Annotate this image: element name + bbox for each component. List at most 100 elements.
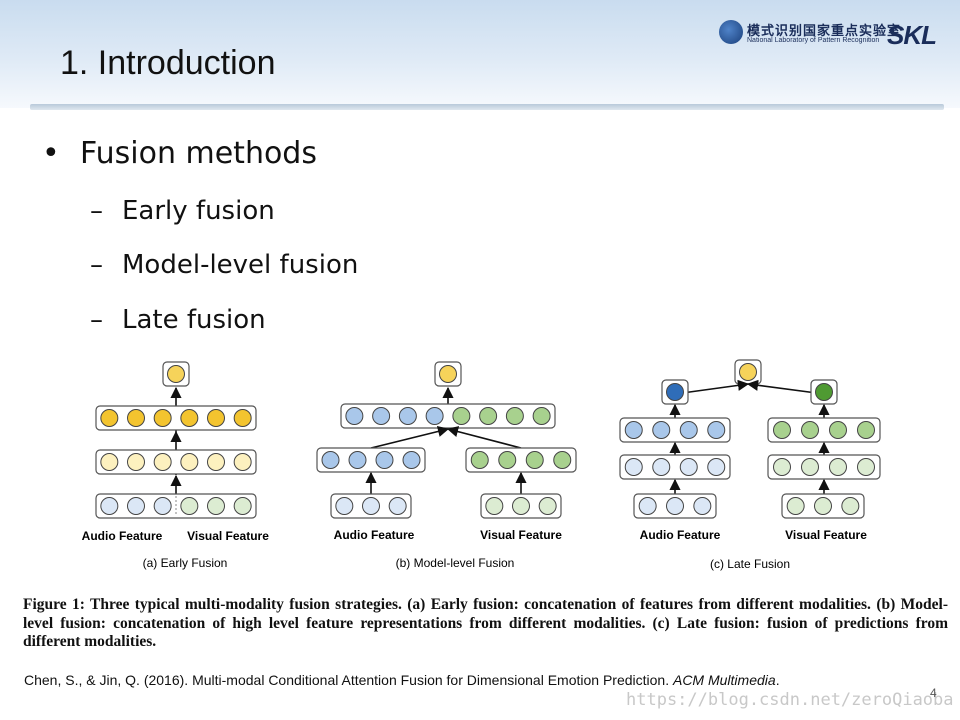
panel-c-label: (c) Late Fusion (710, 557, 790, 571)
citation-venue: ACM Multimedia (672, 672, 776, 688)
panel-b-audio-label: Audio Feature (334, 528, 415, 542)
model-visual-input-node (512, 497, 530, 515)
bullet-dash: – (90, 196, 103, 226)
model-concat-node (425, 407, 444, 425)
late-visual-hidden-1-node (801, 458, 819, 476)
model-visual-hidden-node (553, 451, 572, 469)
bullet-dot: • (42, 136, 60, 171)
model-visual-hidden-node (498, 451, 517, 469)
early-input-node (127, 497, 145, 515)
panel-b-visual-label: Visual Feature (480, 528, 562, 542)
early-hidden-2-node (100, 409, 119, 427)
early-output-node (167, 365, 185, 383)
early-hidden-1-box (95, 449, 257, 475)
model-concat-node (505, 407, 524, 425)
late-output-node (739, 363, 757, 381)
early-input-node (153, 497, 172, 515)
late-fusion-panel (619, 359, 881, 519)
late-visual-hidden-2-node (801, 421, 819, 439)
early-input-node (100, 497, 119, 515)
model-audio-input-node (335, 497, 354, 515)
model-audio-hidden-node (402, 451, 421, 469)
early-hidden-1-node (153, 453, 172, 471)
model-concat-node (479, 407, 498, 425)
logo-cn-text: 模式识别国家重点实验室 (747, 24, 902, 39)
early-hidden-2-box (95, 405, 257, 431)
late-audio-input-node (666, 497, 684, 515)
slide-header (0, 0, 960, 108)
model-concat-node (372, 407, 391, 425)
early-fusion-panel (95, 361, 257, 519)
early-hidden-2-node (207, 409, 225, 427)
citation: Chen, S., & Jin, Q. (2016). Multi-modal … (24, 672, 780, 688)
early-hidden-1-node (180, 453, 199, 471)
early-hidden-2-node (233, 409, 252, 427)
early-hidden-1-node (127, 453, 145, 471)
panel-a-label: (a) Early Fusion (143, 556, 228, 570)
citation-text: Chen, S., & Jin, Q. (2016). Multi-modal … (24, 672, 673, 688)
model-arrow (446, 426, 522, 449)
early-hidden-2-node (153, 409, 172, 427)
panel-b-label: (b) Model-level Fusion (396, 556, 515, 570)
title-divider (30, 104, 944, 110)
bullet-dash: – (90, 250, 103, 280)
late-audio-hidden-2-node (624, 421, 643, 439)
model-concat-node (345, 407, 364, 425)
seal-icon (719, 20, 743, 44)
model-visual-hidden-node (470, 451, 489, 469)
sub-bullet-text: Early fusion (122, 196, 275, 226)
bullet-dash: – (90, 305, 103, 335)
late-visual-hidden-2-node (773, 421, 791, 439)
model-audio-hidden-node (348, 451, 367, 469)
citation-end: . (775, 672, 780, 688)
late-visual-pred-node (815, 383, 833, 401)
watermark: https://blog.csdn.net/zeroQiaoba (626, 690, 954, 710)
model-audio-hidden-node (375, 451, 394, 469)
panel-c-visual-label: Visual Feature (785, 528, 867, 542)
model-output-node (439, 365, 457, 383)
logo-en-text: National Laboratory of Pattern Recogniti… (747, 37, 880, 44)
sub-bullet-text: Late fusion (122, 305, 266, 335)
model-arrow (370, 425, 450, 449)
early-input-node (180, 497, 199, 515)
early-hidden-2-node (127, 409, 145, 427)
panel-c-audio-label: Audio Feature (640, 528, 721, 542)
late-audio-hidden-2-node (707, 421, 726, 439)
panel-a-audio-label: Audio Feature (82, 529, 163, 543)
bullet-text: Fusion methods (80, 136, 317, 171)
early-hidden-1-node (207, 453, 225, 471)
late-audio-hidden-1-node (679, 458, 698, 476)
late-audio-hidden-1-node (652, 458, 671, 476)
model-audio-hidden-node (321, 451, 340, 469)
model-level-fusion-panel (316, 361, 577, 519)
early-hidden-1-node (100, 453, 119, 471)
page-number: 4 (930, 686, 937, 700)
late-visual-hidden-1-node (773, 458, 791, 476)
model-visual-hidden-node (525, 451, 544, 469)
late-visual-hidden-1-node (829, 458, 847, 476)
late-visual-input-node (814, 497, 832, 515)
figure-caption: Figure 1: Three typical multi-modality f… (23, 596, 948, 650)
late-visual-input-node (786, 497, 805, 515)
late-audio-hidden-2-node (652, 421, 671, 439)
fusion-diagram: Audio Feature Visual Feature (a) Early F… (82, 359, 881, 571)
late-audio-input-node (638, 497, 657, 515)
slide-title: 1. Introduction (60, 44, 276, 82)
late-audio-hidden-2-node (679, 421, 698, 439)
late-audio-input-node (693, 497, 712, 515)
late-visual-input-node (841, 497, 860, 515)
model-audio-input-node (362, 497, 380, 515)
model-concat-node (452, 407, 471, 425)
lab-logo: 模式识别国家重点实验室 National Laboratory of Patte… (719, 18, 949, 50)
model-concat-node (398, 407, 417, 425)
model-visual-input-node (538, 497, 557, 515)
early-input-node (233, 497, 252, 515)
early-hidden-2-node (180, 409, 199, 427)
late-visual-hidden-2-node (829, 421, 847, 439)
model-audio-input-node (388, 497, 407, 515)
late-visual-hidden-2-node (857, 421, 875, 439)
model-concat-node (532, 407, 551, 425)
early-input-node (207, 497, 225, 515)
late-visual-hidden-1-node (857, 458, 875, 476)
late-audio-hidden-1-node (624, 458, 643, 476)
